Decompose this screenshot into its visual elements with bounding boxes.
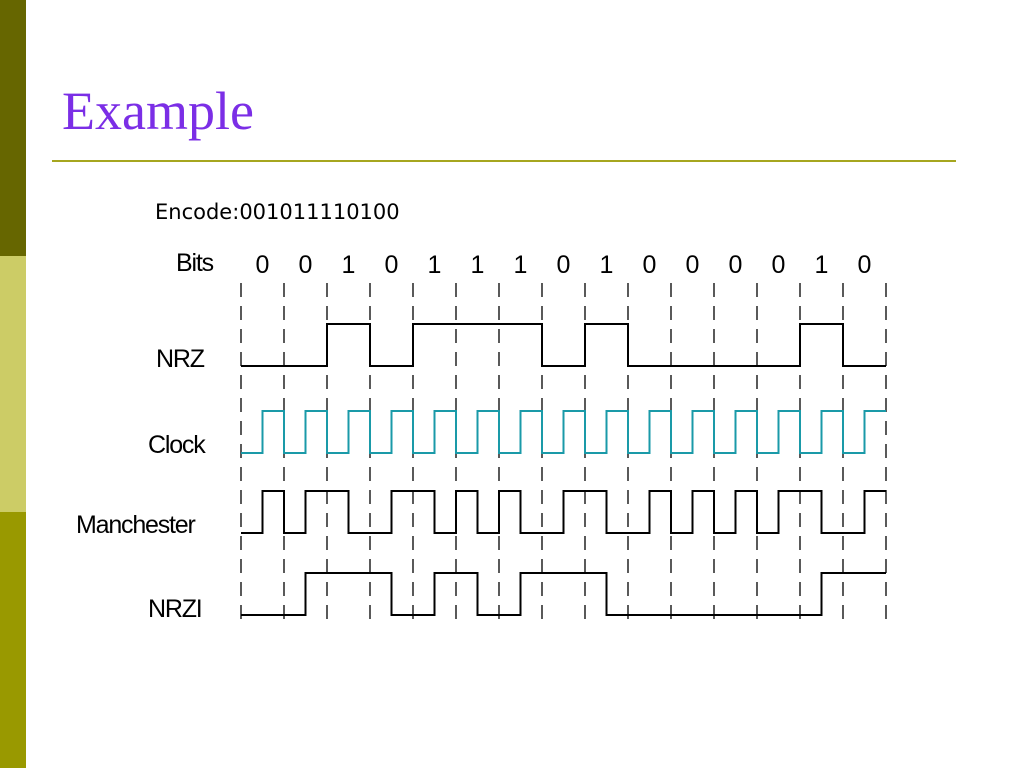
bit-label-8: 1 xyxy=(600,251,614,279)
slide-title: Example xyxy=(62,81,254,141)
bit-label-2: 1 xyxy=(342,251,356,279)
clock-waveform xyxy=(241,410,886,454)
sidebar-decoration xyxy=(0,0,26,768)
bit-label-14: 0 xyxy=(858,251,872,279)
waveforms xyxy=(241,323,886,616)
bits-row-label: Bits xyxy=(176,249,214,277)
nrzi-label: NRZI xyxy=(148,595,202,623)
bit-label-13: 1 xyxy=(815,251,829,279)
bit-label-11: 0 xyxy=(729,251,743,279)
bit-label-4: 1 xyxy=(428,251,442,279)
encode-label: Encode: xyxy=(155,200,240,224)
bit-label-12: 0 xyxy=(772,251,786,279)
bit-label-6: 1 xyxy=(514,251,528,279)
sidebar-band-middle xyxy=(0,256,26,512)
bit-label-3: 0 xyxy=(385,251,399,279)
nrzi-waveform xyxy=(241,572,886,616)
bit-label-5: 1 xyxy=(471,251,485,279)
bit-label-0: 0 xyxy=(256,251,270,279)
title-underline xyxy=(52,160,956,162)
sidebar-band-bottom xyxy=(0,512,26,768)
manchester-waveform xyxy=(241,490,886,534)
sidebar-band-top xyxy=(0,0,26,256)
encode-value: 001011110100 xyxy=(239,200,400,224)
clock-label: Clock xyxy=(148,431,206,459)
nrz-waveform xyxy=(241,323,886,367)
bit-label-10: 0 xyxy=(686,251,700,279)
bit-labels: 0 0 1 0 1 1 1 0 1 0 0 0 0 1 0 xyxy=(256,251,872,279)
encode-line: Encode:001011110100 xyxy=(155,200,400,224)
bit-label-9: 0 xyxy=(643,251,657,279)
nrz-label: NRZ xyxy=(156,345,205,373)
bit-label-7: 0 xyxy=(557,251,571,279)
bit-label-1: 0 xyxy=(299,251,313,279)
manchester-label: Manchester xyxy=(76,511,195,539)
